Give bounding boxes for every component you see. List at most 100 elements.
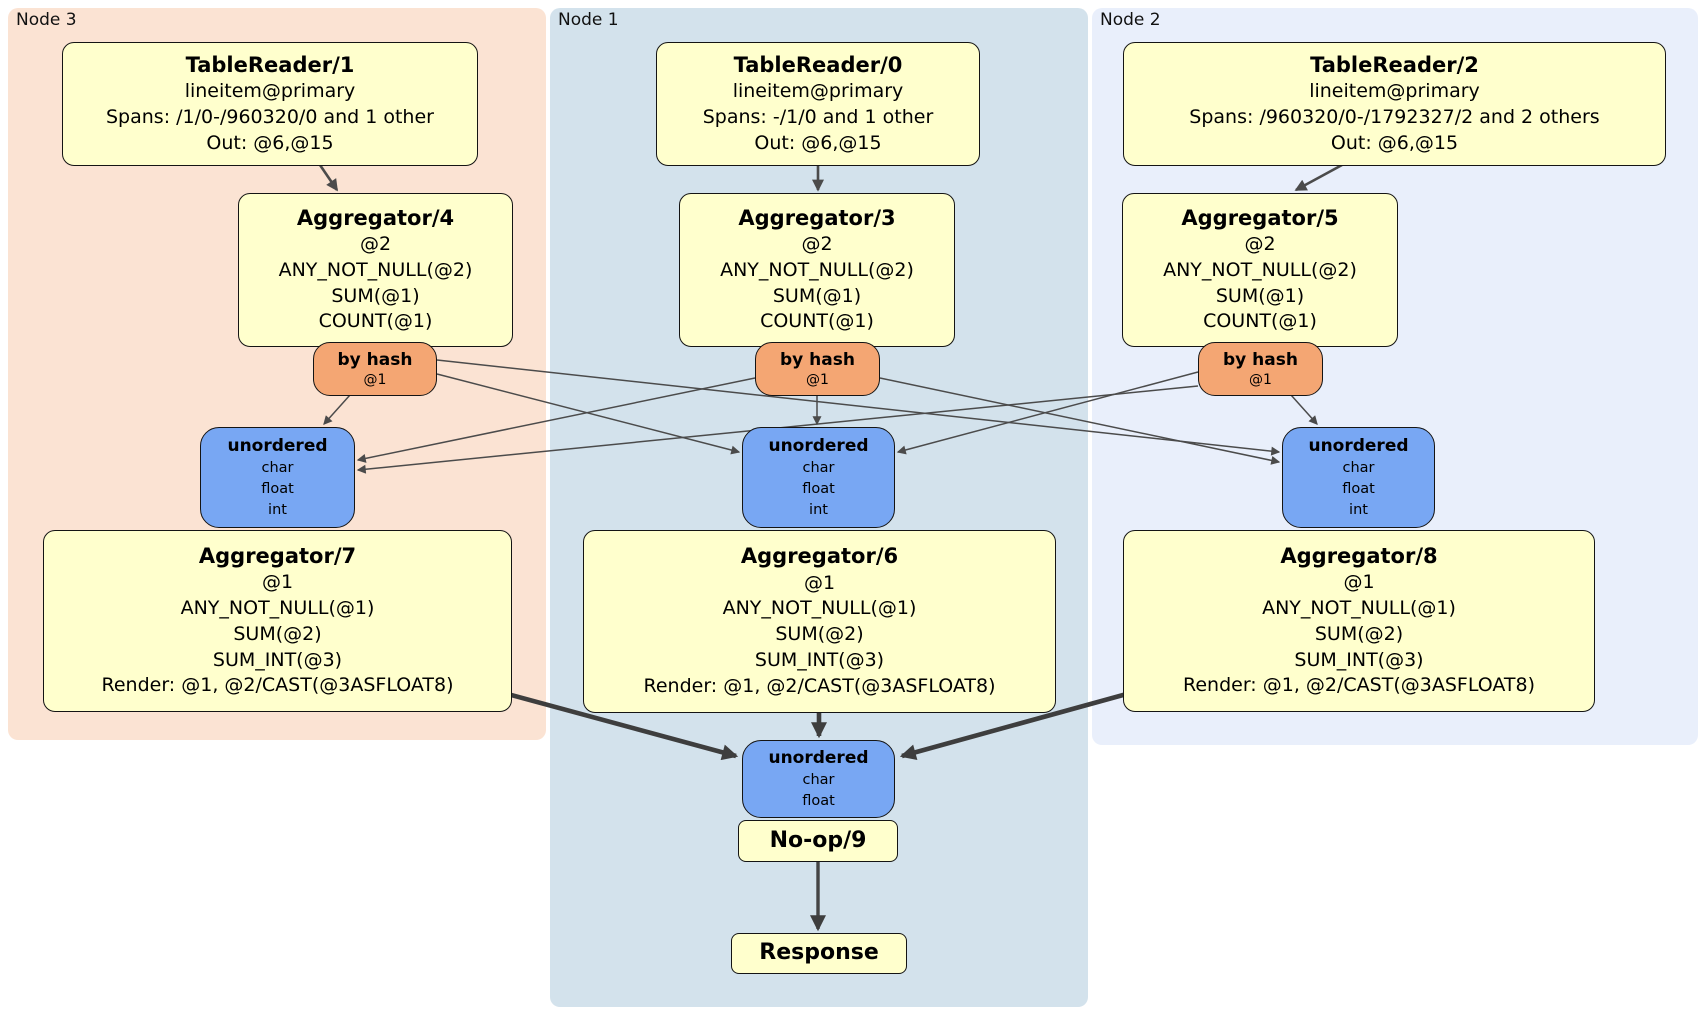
router-byhash-node3: by hash @1 (313, 342, 437, 396)
edge-byhash3-u2 (1290, 394, 1318, 425)
aggregator-3-title: Aggregator/3 (738, 205, 896, 230)
edge-byhash1-u2 (436, 359, 1281, 456)
aggregator-5-fn2: SUM(@1) (1215, 284, 1305, 307)
aggregator-8-render: Render: @1, @2/CAST(@3ASFLOAT8) (1183, 674, 1535, 697)
response-node: Response (731, 933, 907, 974)
aggregator-7-fn3: SUM_INT(@3) (212, 648, 343, 671)
sync-col-int: int (1349, 502, 1368, 519)
aggregator-4-group: @2 (359, 232, 392, 255)
aggregator-6-node: Aggregator/6 @1 ANY_NOT_NULL(@1) SUM(@2)… (583, 530, 1056, 713)
aggregator-4-fn2: SUM(@1) (331, 284, 420, 307)
aggregator-3-fn3: COUNT(@1) (760, 310, 874, 333)
sync-col-char: char (261, 460, 294, 477)
noop-node: No-op/9 (738, 820, 898, 862)
aggregator-3-fn2: SUM(@1) (772, 284, 862, 307)
router-byhash-node3-key: @1 (363, 372, 387, 389)
aggregator-4-fn1: ANY_NOT_NULL(@2) (278, 258, 473, 281)
cluster-node2-label: Node 2 (1100, 10, 1161, 30)
edge-byhash3-um (896, 371, 1199, 455)
sync-unordered-node1: unordered char float int (742, 427, 895, 528)
aggregator-5-fn3: COUNT(@1) (1203, 310, 1317, 333)
sync-unordered-final: unordered char float (742, 740, 895, 818)
sync-col-int: int (809, 502, 828, 519)
tablereader-2-title: TableReader/2 (1310, 52, 1479, 77)
aggregator-7-fn1: ANY_NOT_NULL(@1) (180, 596, 375, 619)
tablereader-0-node: TableReader/0 lineitem@primary Spans: -/… (656, 42, 980, 166)
noop-title: No-op/9 (769, 827, 867, 853)
edge-agg7-ucentral (499, 689, 739, 761)
aggregator-8-fn3: SUM_INT(@3) (1294, 648, 1424, 671)
tablereader-0-spans: Spans: -/1/0 and 1 other (702, 105, 934, 128)
aggregator-5-group: @2 (1244, 232, 1276, 255)
sync-unordered-node3: unordered char float int (200, 427, 355, 528)
aggregator-8-node: Aggregator/8 @1 ANY_NOT_NULL(@1) SUM(@2)… (1123, 530, 1595, 712)
sync-col-int: int (268, 502, 287, 519)
aggregator-5-title: Aggregator/5 (1181, 205, 1339, 230)
tablereader-0-index: lineitem@primary (732, 79, 904, 102)
router-byhash-node2-key: @1 (1249, 372, 1272, 389)
tablereader-1-index: lineitem@primary (184, 79, 356, 102)
router-byhash-node1-key: @1 (806, 372, 829, 389)
aggregator-7-group: @1 (261, 571, 294, 594)
tablereader-2-index: lineitem@primary (1309, 79, 1480, 102)
sync-col-float: float (802, 481, 835, 498)
sync-col-char: char (1342, 460, 1375, 477)
tablereader-0-out: Out: @6,@15 (754, 131, 882, 154)
aggregator-6-title: Aggregator/6 (740, 544, 899, 569)
sync-unordered-node1-label: unordered (768, 435, 869, 456)
aggregator-4-title: Aggregator/4 (296, 205, 455, 230)
response-title: Response (759, 940, 879, 966)
sync-col-float: float (261, 481, 294, 498)
aggregator-6-fn1: ANY_NOT_NULL(@1) (722, 597, 917, 620)
edge-tr1-agg4 (318, 164, 339, 192)
aggregator-5-fn1: ANY_NOT_NULL(@2) (1163, 258, 1357, 281)
tablereader-2-node: TableReader/2 lineitem@primary Spans: /9… (1123, 42, 1666, 166)
tablereader-1-spans: Spans: /1/0-/960320/0 and 1 other (106, 105, 434, 128)
sync-unordered-node2-label: unordered (1308, 435, 1409, 456)
cluster-node3-label: Node 3 (16, 10, 77, 30)
aggregator-3-node: Aggregator/3 @2 ANY_NOT_NULL(@2) SUM(@1)… (679, 193, 955, 347)
sync-col-float: float (802, 793, 835, 810)
edge-byhash1-u1 (323, 394, 351, 425)
tablereader-1-out: Out: @6,@15 (206, 131, 334, 154)
router-byhash-node3-label: by hash (337, 350, 413, 371)
router-byhash-node2: by hash @1 (1198, 342, 1323, 396)
sync-unordered-node3-label: unordered (227, 435, 328, 456)
aggregator-3-group: @2 (801, 232, 833, 255)
tablereader-0-title: TableReader/0 (733, 52, 903, 77)
aggregator-8-group: @1 (1343, 571, 1375, 594)
router-byhash-node1: by hash @1 (755, 342, 880, 396)
cluster-node1-label: Node 1 (558, 10, 619, 30)
aggregator-8-fn2: SUM(@2) (1314, 622, 1404, 645)
aggregator-7-node: Aggregator/7 @1 ANY_NOT_NULL(@1) SUM(@2)… (43, 530, 512, 712)
edge-byhash2-u1 (356, 377, 756, 463)
aggregator-6-render: Render: @1, @2/CAST(@3ASFLOAT8) (643, 674, 996, 697)
tablereader-1-title: TableReader/1 (185, 52, 355, 77)
aggregator-4-node: Aggregator/4 @2 ANY_NOT_NULL(@2) SUM(@1)… (238, 193, 513, 347)
router-byhash-node2-label: by hash (1223, 350, 1298, 371)
sync-col-char: char (802, 460, 835, 477)
aggregator-7-render: Render: @1, @2/CAST(@3ASFLOAT8) (101, 674, 454, 697)
router-byhash-node1-label: by hash (780, 350, 855, 371)
aggregator-6-fn2: SUM(@2) (775, 623, 864, 646)
edge-tr2-agg5 (1294, 163, 1343, 192)
tablereader-2-out: Out: @6,@15 (1330, 131, 1459, 154)
tablereader-2-spans: Spans: /960320/0-/1792327/2 and 2 others (1189, 105, 1600, 128)
sync-col-char: char (802, 772, 835, 789)
aggregator-3-fn1: ANY_NOT_NULL(@2) (720, 258, 914, 281)
aggregator-7-title: Aggregator/7 (198, 543, 357, 568)
sync-col-float: float (1342, 481, 1375, 498)
sync-unordered-final-label: unordered (768, 747, 869, 768)
aggregator-8-title: Aggregator/8 (1280, 543, 1438, 568)
aggregator-6-group: @1 (803, 571, 836, 594)
sync-unordered-node2: unordered char float int (1282, 427, 1435, 528)
aggregator-7-fn2: SUM(@2) (233, 622, 322, 645)
aggregator-5-node: Aggregator/5 @2 ANY_NOT_NULL(@2) SUM(@1)… (1122, 193, 1398, 347)
tablereader-1-node: TableReader/1 lineitem@primary Spans: /1… (62, 42, 478, 166)
edge-byhash2-u2 (879, 377, 1281, 465)
aggregator-8-fn1: ANY_NOT_NULL(@1) (1262, 596, 1456, 619)
aggregator-4-fn3: COUNT(@1) (318, 310, 433, 333)
edge-agg8-ucentral (899, 689, 1135, 761)
